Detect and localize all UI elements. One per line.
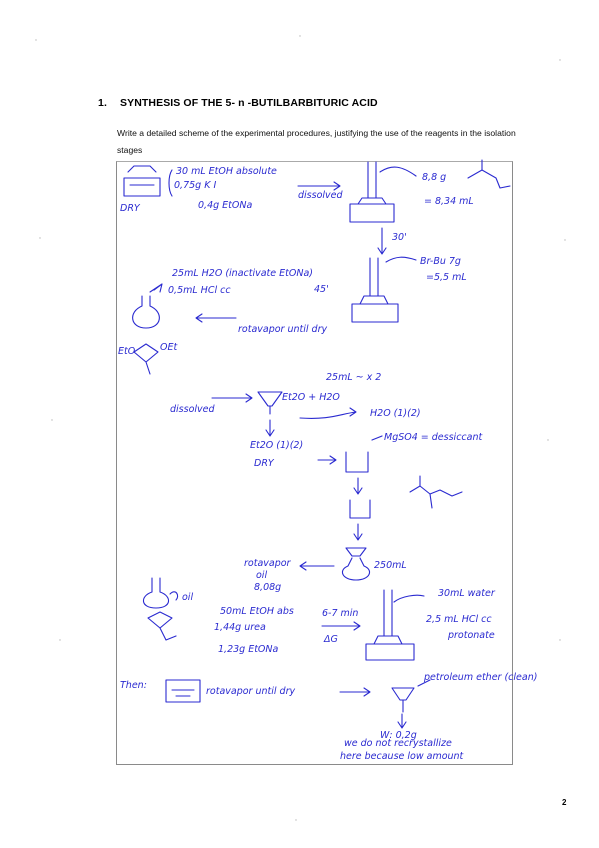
note-oil-label: oil (182, 592, 194, 603)
instructions-text: Write a detailed scheme of the experimen… (117, 128, 516, 155)
note-time-2: 45' (314, 284, 329, 295)
note-line-1: we do not recrystallize (344, 738, 452, 749)
note-weight: W: 0,2g (380, 730, 417, 741)
note-et2o-h2o: Et2O + H2O (282, 392, 340, 403)
note-malonate-vol: = 8,34 mL (424, 196, 474, 207)
answer-box (116, 161, 513, 765)
note-flask-250: 250mL (374, 560, 407, 571)
note-reflux-time: 6-7 min (322, 608, 359, 619)
note-hcl: 0,5mL HCl cc (168, 285, 231, 296)
note-mgso4: MgSO4 = dessiccant (384, 432, 483, 443)
note-protonate: protonate (448, 630, 495, 641)
note-oet: OEt (160, 342, 178, 353)
page-number: 2 (562, 798, 567, 807)
note-heat: ΔG (324, 634, 338, 645)
note-then: Then: (120, 680, 147, 691)
section-title: SYNTHESIS OF THE 5- n -BUTILBARBITURIC A… (120, 97, 378, 109)
note-h2o-phase: H2O (1)(2) (370, 408, 421, 419)
note-eto: EtO (118, 346, 136, 357)
note-reagents-3: 0,4g EtONa (198, 200, 253, 211)
note-rotavapor-2: rotavapor (244, 558, 291, 569)
note-urea: 1,44g urea (214, 622, 266, 633)
note-time-1: 30' (392, 232, 407, 243)
note-reagents-1: 30 mL EtOH absolute (176, 166, 277, 177)
note-water-inactivate: 25mL H2O (inactivate EtONa) (172, 268, 313, 279)
note-oil: oil (256, 570, 268, 581)
note-bromobutane: Br-Bu 7g (420, 256, 461, 267)
note-hcl-25: 2,5 mL HCl cc (426, 614, 492, 625)
note-dry-2: DRY (254, 458, 274, 469)
note-bromobutane-vol: =5,5 mL (426, 272, 467, 283)
note-et2o-phase: Et2O (1)(2) (250, 440, 304, 451)
note-malonate-mass: 8,8 g (422, 172, 447, 183)
note-etoh-abs: 50mL EtOH abs (220, 606, 294, 617)
note-oil-mass: 8,08g (254, 582, 282, 593)
note-rotavapor-1: rotavapor until dry (238, 324, 328, 335)
note-extraction: 25mL ~ x 2 (326, 372, 382, 383)
section-number: 1. (98, 97, 107, 109)
note-dissolved-2: dissolved (170, 404, 215, 415)
note-reagents-2: 0,75g K I (174, 180, 217, 191)
section-heading: 1. SYNTHESIS OF THE 5- n -BUTILBARBITURIC… (98, 97, 378, 109)
note-dry-1: DRY (120, 203, 140, 214)
note-rotavapor-3: rotavapor until dry (206, 686, 296, 697)
note-dissolved-1: dissolved (298, 190, 343, 201)
note-water-30: 30mL water (438, 588, 495, 599)
note-petroleum: petroleum ether (clean) (424, 672, 538, 683)
note-etona-2: 1,23g EtONa (218, 644, 279, 655)
note-line-2: here because low amount (340, 751, 464, 762)
